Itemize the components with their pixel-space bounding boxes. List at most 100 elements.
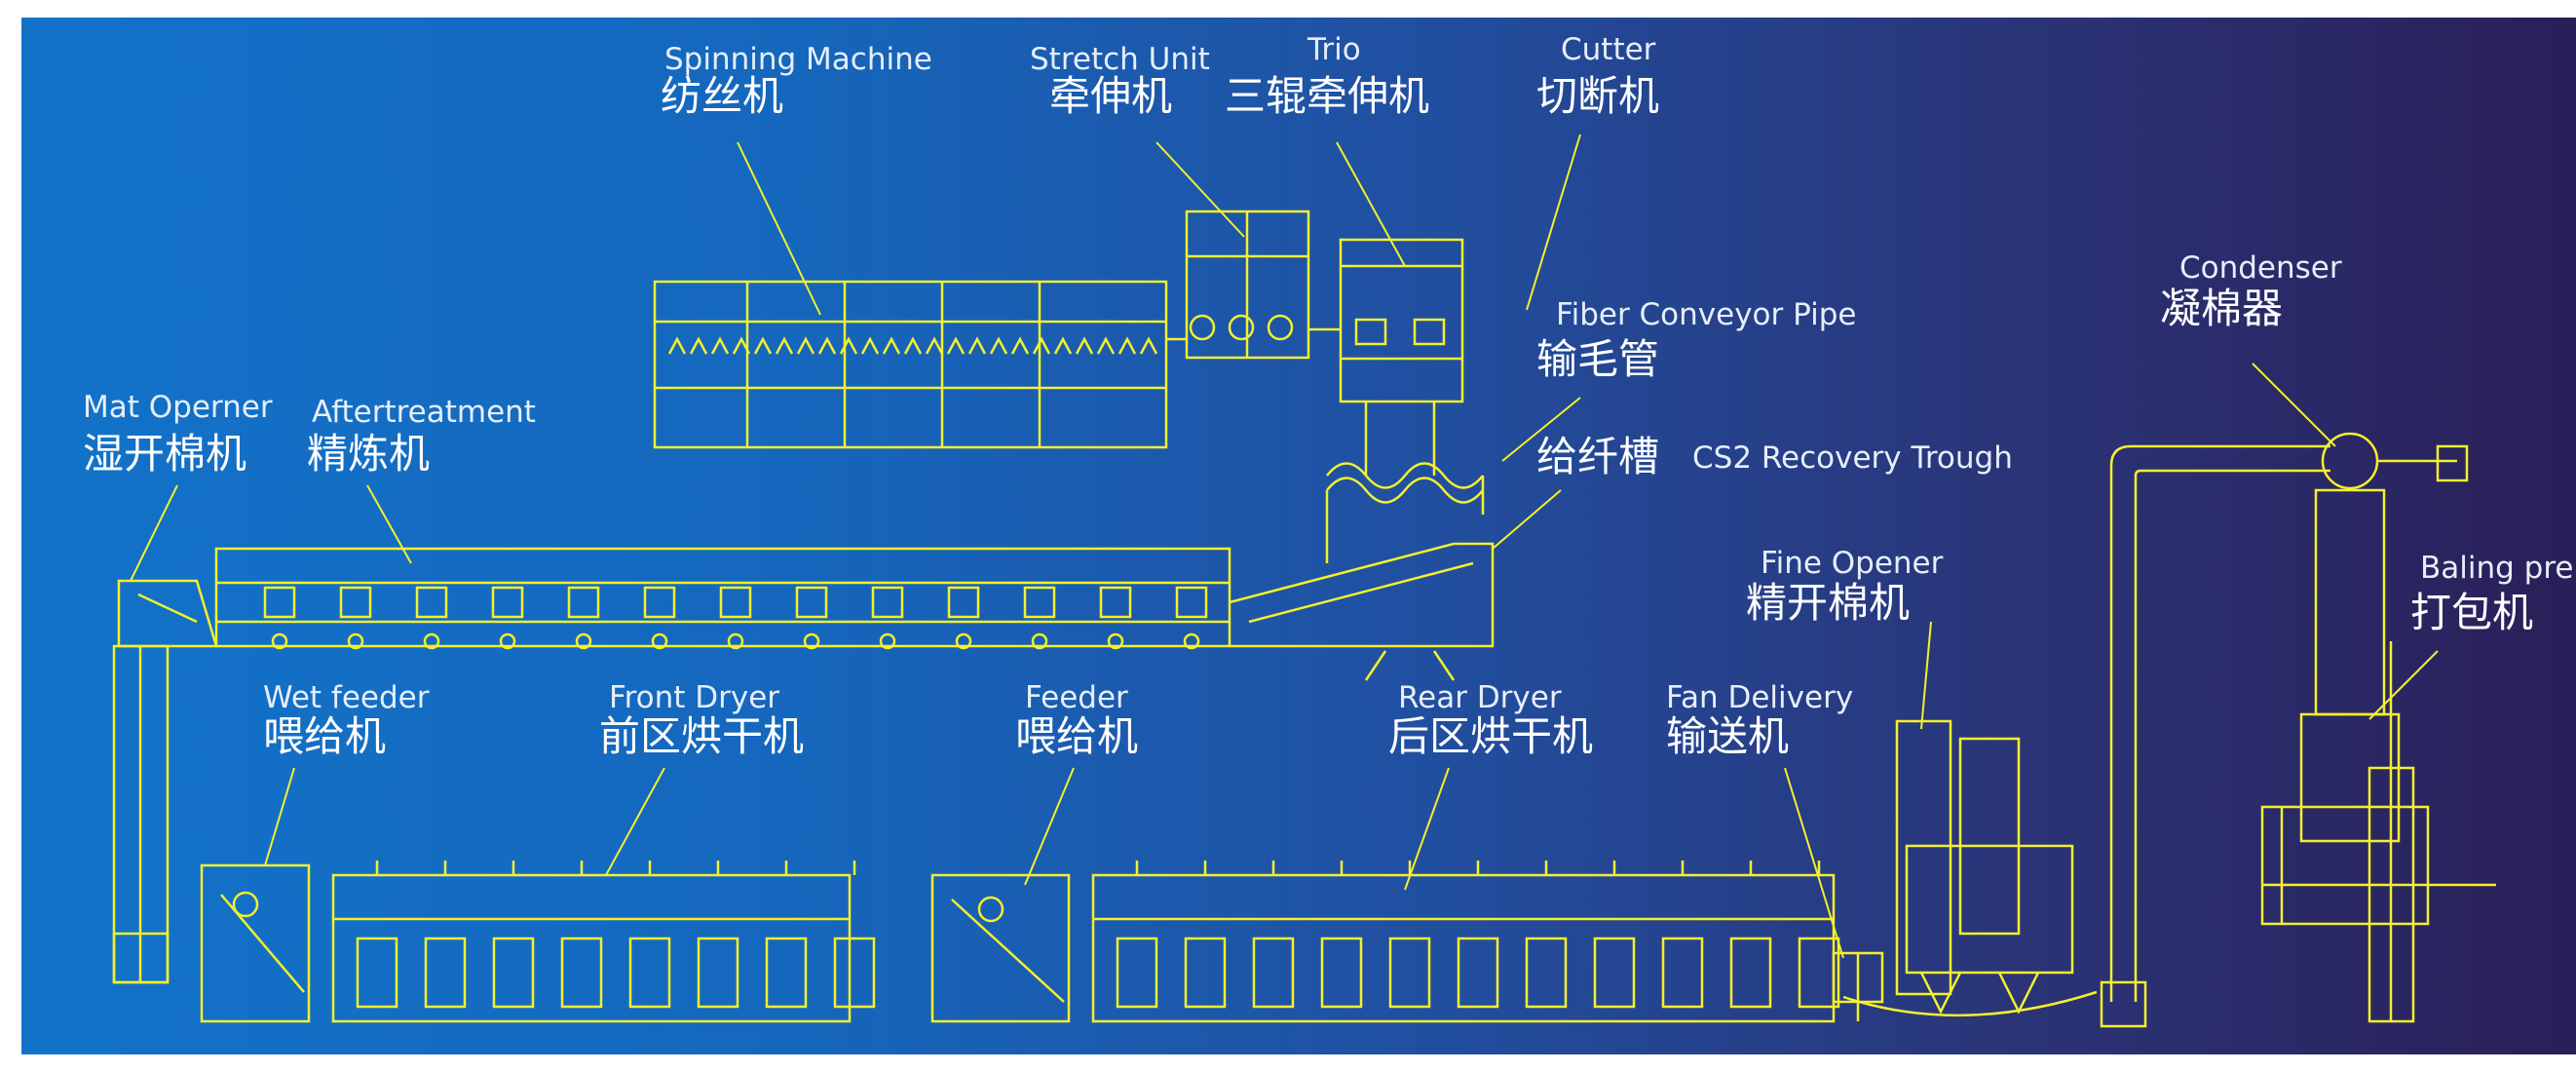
wash-roller [1031,632,1048,650]
wash-roller [1183,632,1200,650]
wash-unit [795,586,828,619]
stretch-unit-label-cn: 牵伸机 [1049,72,1173,120]
wash-roller [271,632,288,650]
baling-press-label-cn: 打包机 [2410,589,2534,636]
spinneret-mark [667,336,687,355]
spinneret-mark [689,336,708,355]
spinneret-mark [903,336,923,355]
mat-opener-label-en: Mat Operner [83,390,273,425]
spinneret-mark [839,336,858,355]
wash-unit [1023,586,1056,619]
wash-unit [491,586,524,619]
drying-line-drawing [200,861,1884,1023]
wash-unit [567,586,600,619]
spinneret-mark [1075,336,1094,355]
diagram-panel: Spinning Machine 纺丝机 Stretch Unit 牵伸机 Tr… [21,18,2576,1054]
cs2-recovery-trough-label-en: CS2 Recovery Trough [1692,440,2013,476]
dryer-cell [1593,937,1636,1009]
fiber-conveyor-pipe-label-en: Fiber Conveyor Pipe [1556,297,1857,332]
wash-unit [339,586,372,619]
dryer-cell [1661,937,1704,1009]
spinneret-mark [860,336,880,355]
wash-unit [643,586,676,619]
wash-unit [947,586,980,619]
wash-roller [499,632,516,650]
dryer-cell [833,937,876,1009]
spinning-machine-label-en: Spinning Machine [664,42,932,77]
wash-roller [423,632,440,650]
spinneret-mark [775,336,794,355]
dryer-cell [424,937,467,1009]
dryer-cell [697,937,739,1009]
mat-opener-label-cn: 湿开棉机 [83,430,247,478]
condenser-label-cn: 凝棉器 [2160,285,2284,332]
spinneret-mark [710,336,730,355]
spinneret-mark [967,336,987,355]
trio-label-cn: 三辊牵伸机 [1225,72,1430,120]
wash-roller [347,632,364,650]
wash-unit [263,586,296,619]
dryer-cell [560,937,603,1009]
stretch-unit-drawing [1166,210,1310,360]
dryer-cell [765,937,808,1009]
spinneret-mark [1139,336,1158,355]
dryer-cell [1252,937,1295,1009]
spinneret-mark [1032,336,1051,355]
wash-unit [1175,586,1208,619]
mat-opener-elevator-drawing [112,644,170,984]
spinneret-mark [989,336,1008,355]
spinneret-mark [946,336,966,355]
dryer-cell [1184,937,1227,1009]
spinneret-mark [1010,336,1030,355]
aftertreatment-label-cn: 精炼机 [307,430,431,478]
spinneret-mark [1053,336,1073,355]
dryer-cell [492,937,535,1009]
dryer-cell [1798,937,1840,1009]
fan-delivery-label-cn: 输送机 [1666,712,1790,760]
fine-opener-drawing [1842,719,2098,1017]
dryer-cell [1729,937,1772,1009]
dryer-cell [1116,937,1158,1009]
fine-opener-label-cn: 精开棉机 [1746,579,1911,627]
stretch-unit-label-en: Stretch Unit [1030,42,1210,77]
spinneret-mark [925,336,944,355]
spinneret-mark [753,336,773,355]
spinning-machine-label-cn: 纺丝机 [661,72,784,120]
spinneret-mark [796,336,815,355]
dryer-cell [1525,937,1568,1009]
fine-opener-label-en: Fine Opener [1761,546,1944,581]
trio-drawing [1308,238,1464,476]
dryer-cell [628,937,671,1009]
baling-press-label-en: Baling pre [2420,551,2574,586]
fan-delivery-label-en: Fan Delivery [1666,680,1854,715]
cutter-label-cn: 切断机 [1536,72,1660,120]
baling-press-drawing [2260,488,2496,1023]
front-dryer-label-en: Front Dryer [609,680,780,715]
feeder-label-cn: 喂给机 [1015,712,1139,760]
spinneret-mark [882,336,901,355]
front-dryer-label-cn: 前区烘干机 [599,712,805,760]
production-line-drawing [112,134,2496,1028]
cutter-label-en: Cutter [1561,32,1656,67]
leader-lines [130,134,2439,959]
wash-roller [575,632,592,650]
trio-label-en: Trio [1307,32,1361,67]
wash-unit [719,586,752,619]
dryer-cell [1388,937,1431,1009]
dryer-cell [356,937,398,1009]
condenser-label-en: Condenser [2179,250,2342,286]
spinneret-mark [732,336,751,355]
wet-feeder-label-cn: 喂给机 [263,712,387,760]
wash-roller [803,632,820,650]
fiber-conveyor-pipe-label-cn: 输毛管 [1536,335,1660,383]
cs2-recovery-trough-label-cn: 给纤槽 [1536,433,1660,480]
wash-unit [871,586,904,619]
aftertreatment-label-en: Aftertreatment [312,395,536,430]
dryer-cell [1457,937,1499,1009]
wet-feeder-label-en: Wet feeder [263,680,430,715]
wash-roller [879,632,896,650]
rear-dryer-label-cn: 后区烘干机 [1388,712,1594,760]
spinneret-mark [1118,336,1137,355]
wash-roller [955,632,972,650]
